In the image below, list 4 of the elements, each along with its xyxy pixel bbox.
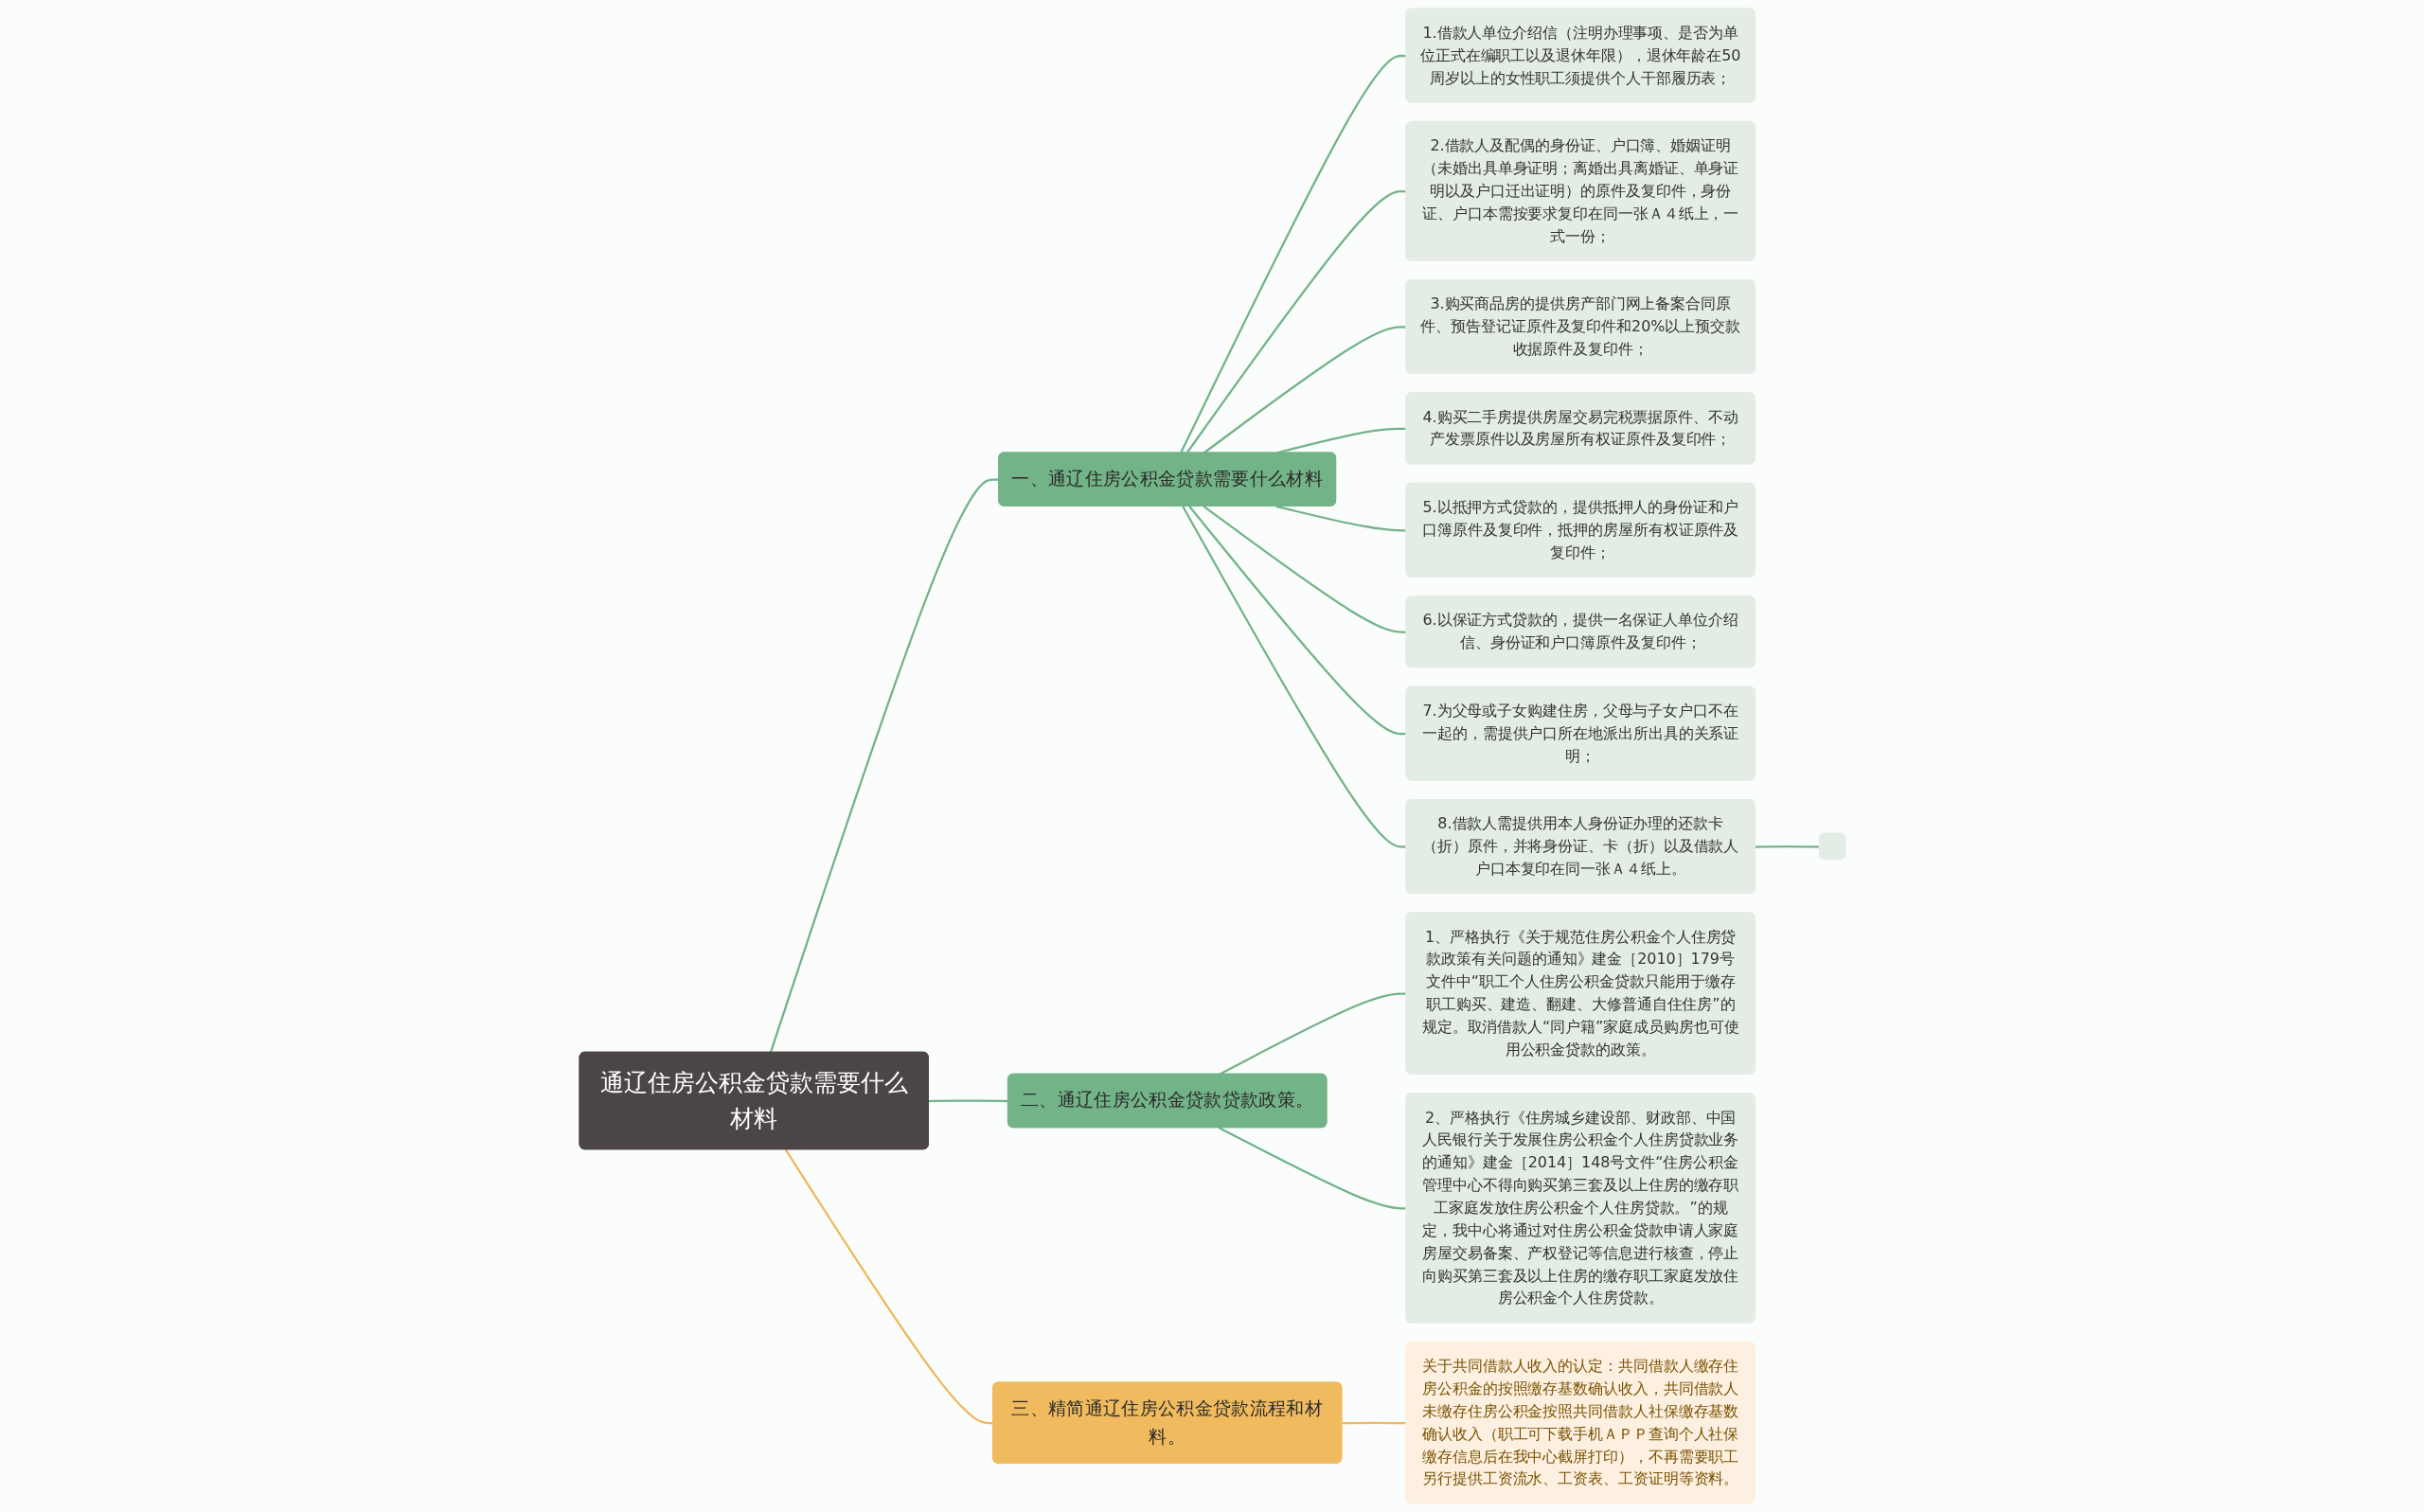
connector — [769, 478, 999, 1054]
connector — [1755, 845, 1820, 848]
connector — [784, 1148, 993, 1425]
connector — [928, 1099, 1008, 1103]
